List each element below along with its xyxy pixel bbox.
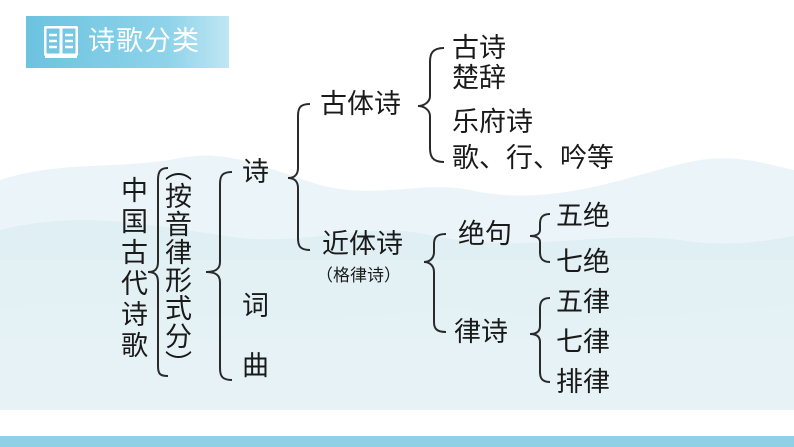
book-icon [44,26,78,58]
lvshi-item-1: 七律 [556,327,610,358]
jueju-item-0: 五绝 [556,201,610,232]
lvshi-item-0: 五律 [556,287,610,318]
gutishi-item-1: 楚辞 [452,63,506,94]
gutishi-item-3: 歌、行、吟等 [452,143,614,174]
criterion-label: （按音律形式分） [160,154,191,378]
jintishi-note: （格律诗） [316,266,401,286]
gutishi-item-2: 乐府诗 [452,107,533,138]
jueju-label: 绝句 [458,219,512,250]
gutishi-label: 古体诗 [320,89,401,120]
mountain-background [0,155,794,410]
lvshi-label: 律诗 [454,317,508,348]
root-label: 中国古代诗歌 [116,176,147,362]
jintishi-label: 近体诗 [322,229,403,260]
level1-qu: 曲 [242,351,269,382]
page-title: 诗歌分类 [88,26,200,57]
lvshi-item-2: 排律 [556,367,610,398]
bottom-band [0,436,794,447]
level1-ci: 词 [242,291,269,322]
gutishi-item-0: 古诗 [452,33,506,64]
level1-shi: 诗 [242,157,269,188]
jueju-item-1: 七绝 [556,247,610,278]
